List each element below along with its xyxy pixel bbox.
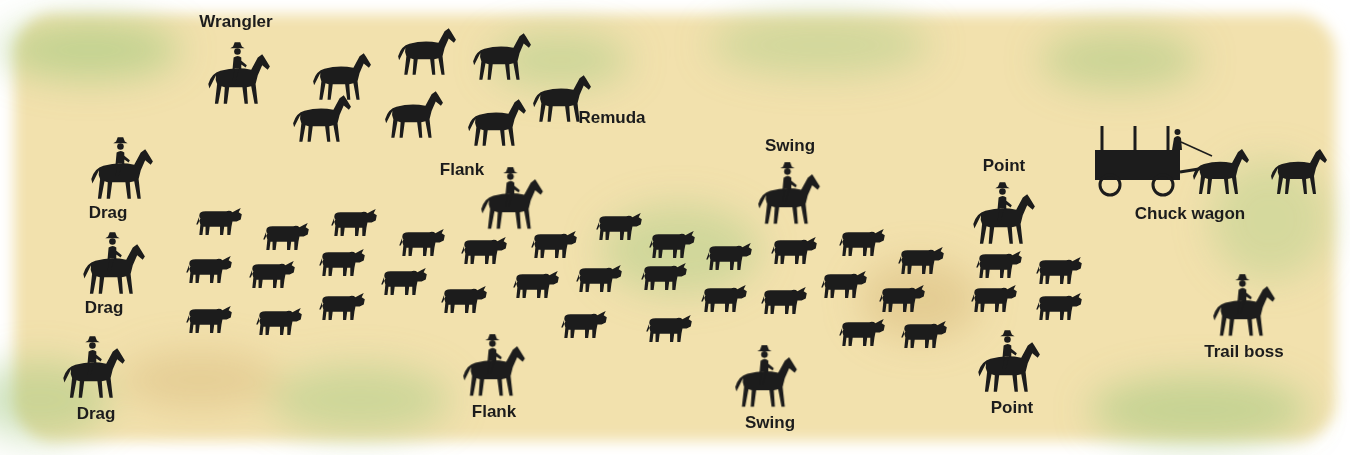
remuda-horses [293,28,591,146]
prairie-ground [14,14,1336,441]
role-label: Swing [765,136,815,156]
prairie-texture [0,15,1330,445]
role-label: Point [991,398,1034,418]
role-label: Drag [85,298,124,318]
cattle-herd [186,208,1082,348]
role-label: Wrangler [199,12,272,32]
cowboy-riders [63,42,1275,407]
role-label: Trail boss [1204,342,1283,362]
role-label: Point [983,156,1026,176]
role-label: Drag [89,203,128,223]
role-label: Remuda [578,108,645,128]
role-label: Drag [77,404,116,424]
role-label: Flank [472,402,516,422]
chuck-wagon-figure [1095,126,1327,195]
role-label: Flank [440,160,484,180]
role-label: Swing [745,413,795,433]
role-label: Chuck wagon [1135,204,1246,224]
